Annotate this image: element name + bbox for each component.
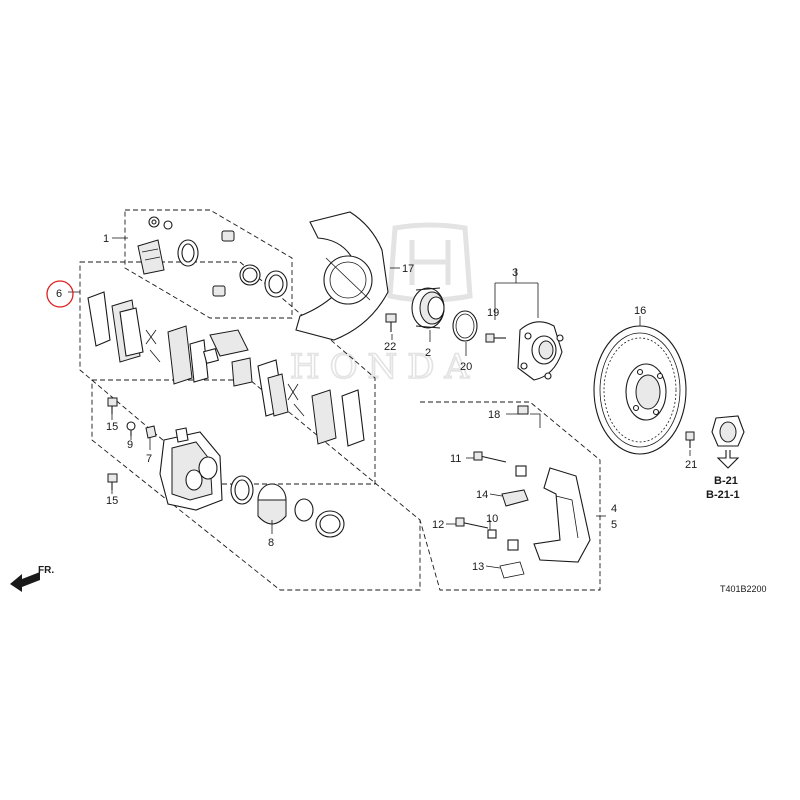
front-label: FR. bbox=[38, 565, 54, 576]
brake-rotor bbox=[593, 325, 687, 455]
leader-lines bbox=[68, 237, 691, 569]
rotor-screw bbox=[685, 415, 745, 469]
highlight-circle bbox=[46, 280, 74, 308]
bolt-22 bbox=[385, 313, 397, 332]
diagram-code: T401B2200 bbox=[720, 584, 767, 594]
callout-14: 14 bbox=[476, 489, 488, 501]
wheel-hub bbox=[485, 321, 564, 381]
seal-kit bbox=[137, 216, 288, 298]
callout-7: 7 bbox=[146, 453, 152, 465]
callout-10: 10 bbox=[486, 513, 498, 525]
caliper-assembly bbox=[159, 427, 345, 538]
callout-15-top: 15 bbox=[106, 421, 118, 433]
callout-18: 18 bbox=[488, 409, 500, 421]
front-direction-indicator: FR. bbox=[10, 565, 54, 592]
callout-4: 4 bbox=[611, 503, 617, 515]
callout-6: 6 bbox=[56, 288, 62, 300]
callout-5: 5 bbox=[611, 519, 617, 531]
callout-19: 19 bbox=[487, 307, 499, 319]
honda-watermark: HONDA bbox=[289, 222, 479, 388]
small-bolts bbox=[107, 397, 157, 490]
wheel-bearing bbox=[411, 287, 445, 329]
callout-labels: 1 2 3 4 5 6 7 8 9 10 11 12 13 14 15 15 1… bbox=[56, 233, 697, 573]
callout-2: 2 bbox=[425, 347, 431, 359]
callout-9: 9 bbox=[127, 439, 133, 451]
brake-pads bbox=[87, 291, 365, 447]
reference-label-1[interactable]: B-21 bbox=[714, 475, 738, 487]
callout-21: 21 bbox=[685, 459, 697, 471]
callout-1: 1 bbox=[103, 233, 109, 245]
callout-22: 22 bbox=[384, 341, 396, 353]
callout-12: 12 bbox=[432, 519, 444, 531]
callout-20: 20 bbox=[460, 361, 472, 373]
callout-15-bottom: 15 bbox=[106, 495, 118, 507]
caliper-bracket bbox=[455, 405, 591, 579]
callout-13: 13 bbox=[472, 561, 484, 573]
callout-11: 11 bbox=[450, 453, 461, 465]
callout-3: 3 bbox=[512, 267, 518, 279]
callout-8: 8 bbox=[268, 537, 274, 549]
reference-label-2[interactable]: B-21-1 bbox=[706, 489, 740, 501]
snap-ring bbox=[452, 310, 478, 342]
callout-17: 17 bbox=[402, 263, 414, 275]
splash-shield bbox=[295, 211, 389, 341]
watermark-text: HONDA bbox=[290, 347, 479, 387]
callout-16: 16 bbox=[634, 305, 646, 317]
group-boxes bbox=[79, 209, 601, 591]
